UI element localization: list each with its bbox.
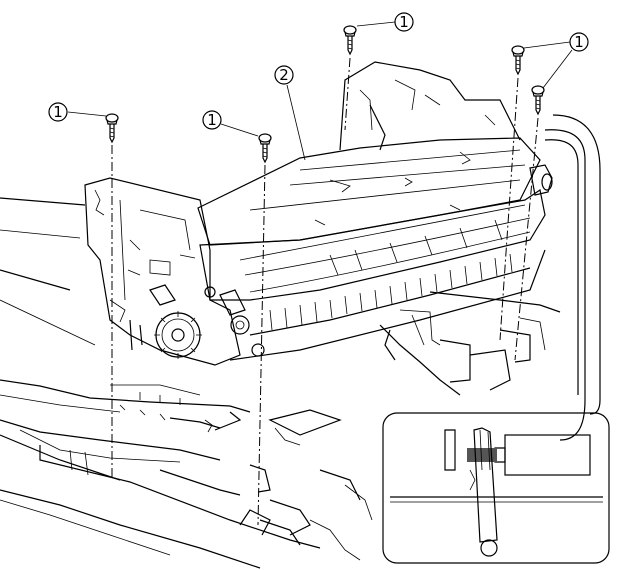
inset-leader	[552, 114, 601, 415]
screw-top-center-icon	[343, 25, 357, 56]
svg-text:1: 1	[207, 111, 217, 129]
callout-screw-middle: 1	[202, 110, 222, 130]
cable	[544, 129, 586, 441]
screw-top-right-icon	[511, 45, 525, 76]
callout-screw-top-center: 1	[394, 12, 414, 32]
svg-text:1: 1	[574, 33, 584, 51]
detail-inset	[382, 412, 610, 564]
screw-right-icon	[531, 85, 545, 116]
callout-screw-top-right: 1	[569, 32, 589, 52]
screw-guide-lines	[111, 57, 539, 526]
screw-left-icon	[105, 113, 119, 144]
fusing-unit	[84, 61, 553, 366]
svg-text:1: 1	[53, 103, 63, 121]
cable-inner	[544, 139, 579, 395]
printer-chassis-right	[239, 291, 561, 561]
callout-fusing-unit: 2	[274, 65, 294, 85]
screw-middle-icon	[258, 133, 272, 164]
svg-text:2: 2	[279, 66, 289, 84]
callout-screw-left: 1	[48, 102, 68, 122]
callout-leaders	[67, 21, 573, 161]
svg-text:1: 1	[399, 13, 409, 31]
printer-chassis-left	[0, 197, 321, 569]
